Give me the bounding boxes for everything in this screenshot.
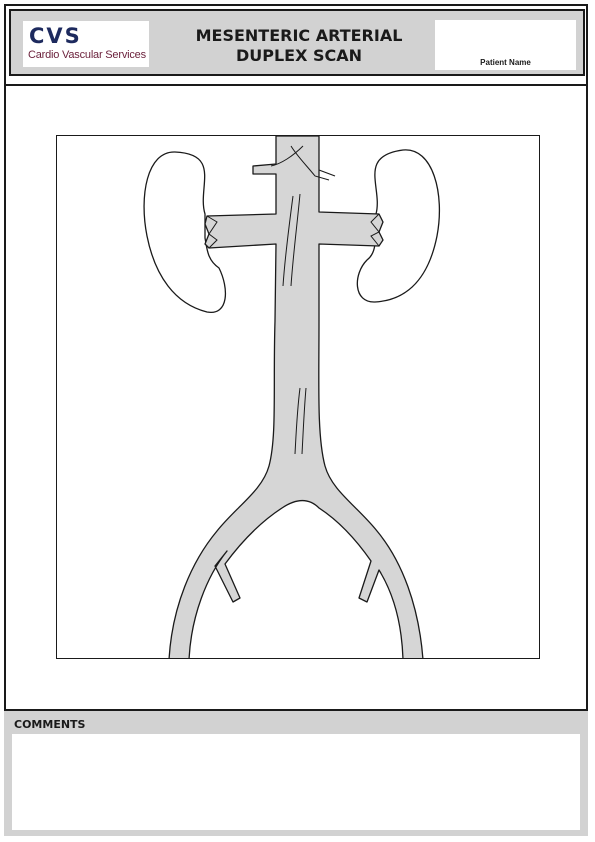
page-title: MESENTERIC ARTERIAL DUPLEX SCAN [171,26,427,66]
logo-full-name: Cardio Vascular Services [28,49,146,61]
logo-abbr: CVS [29,24,82,48]
comments-field[interactable] [12,734,580,830]
patient-name-label: Patient Name [480,58,531,67]
header-bar: CVS Cardio Vascular Services MESENTERIC … [9,9,585,76]
right-kidney [356,149,440,303]
left-kidney [143,151,227,313]
title-line-1: MESENTERIC ARTERIAL [195,26,403,45]
title-line-2: DUPLEX SCAN [235,46,363,65]
aorta [168,136,424,658]
comments-section: COMMENTS [4,709,588,836]
comments-label: COMMENTS [14,718,86,731]
aorta-kidneys-illustration [143,136,440,658]
patient-name-field[interactable]: Patient Name [435,20,576,70]
header-divider [4,84,588,86]
logo: CVS Cardio Vascular Services [23,21,149,67]
anatomy-diagram [56,135,540,659]
